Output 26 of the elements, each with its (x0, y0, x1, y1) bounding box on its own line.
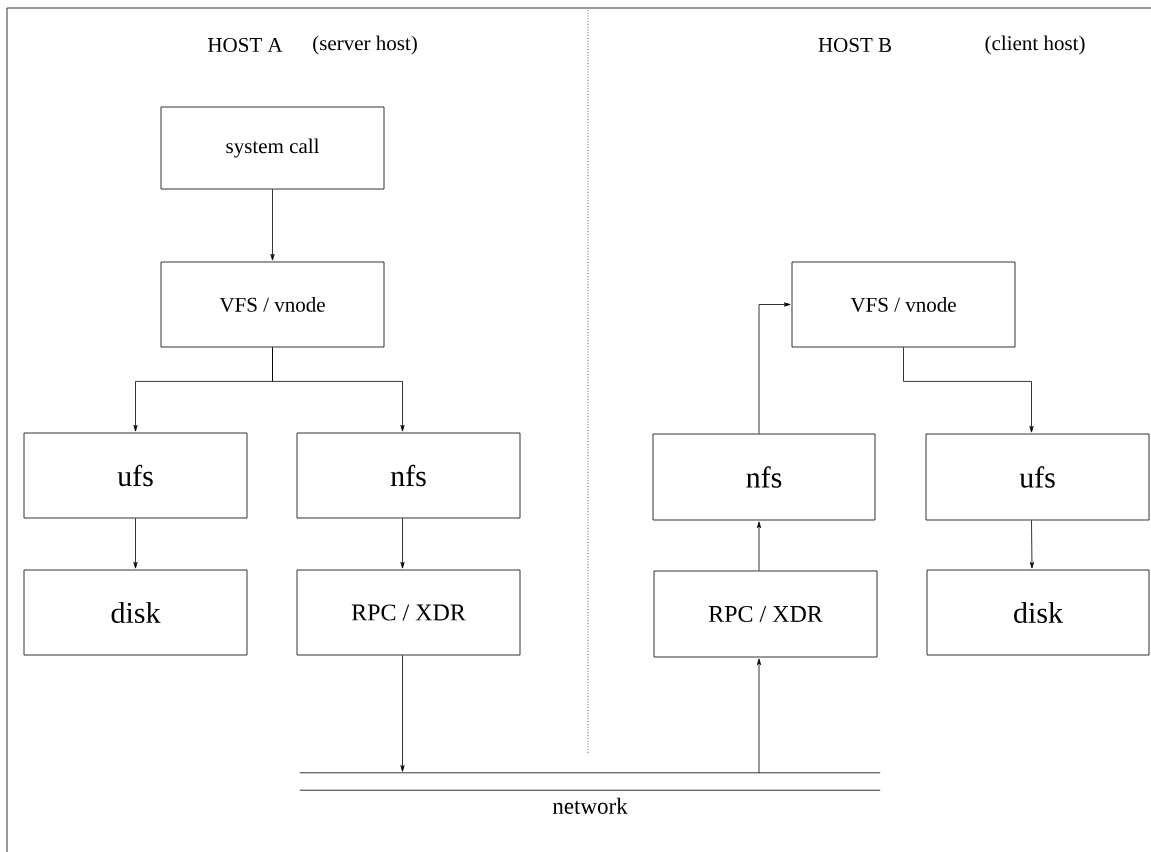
arrow (400, 518, 405, 569)
arrow (903, 347, 1034, 433)
layer-box: nfs (652, 433, 876, 521)
layer-box: nfs (296, 432, 521, 519)
network-bus: network (299, 772, 881, 814)
arrow (272, 347, 405, 432)
arrow (400, 655, 405, 772)
layer-box: VFS / vnode (160, 261, 385, 348)
arrow (270, 189, 275, 261)
layer-box: VFS / vnode (791, 261, 1016, 348)
layer-box: RPC / XDR (296, 569, 521, 656)
host-label: (server host) (313, 35, 417, 55)
arrow (1029, 520, 1034, 569)
host-label: (client host) (985, 35, 1085, 55)
host-label: HOST A (208, 37, 283, 53)
layer-box: ufs (23, 432, 248, 519)
layer-box: disk (23, 569, 248, 656)
arrow (758, 302, 791, 434)
layer-box: disk (926, 569, 1150, 656)
layer-box: system call (160, 106, 385, 190)
arrow (756, 521, 762, 571)
host-label: HOST B (818, 37, 892, 53)
arrow (133, 518, 138, 569)
arrow (756, 658, 762, 774)
layer-box: RPC / XDR (653, 570, 878, 658)
layer-box: ufs (925, 433, 1150, 521)
